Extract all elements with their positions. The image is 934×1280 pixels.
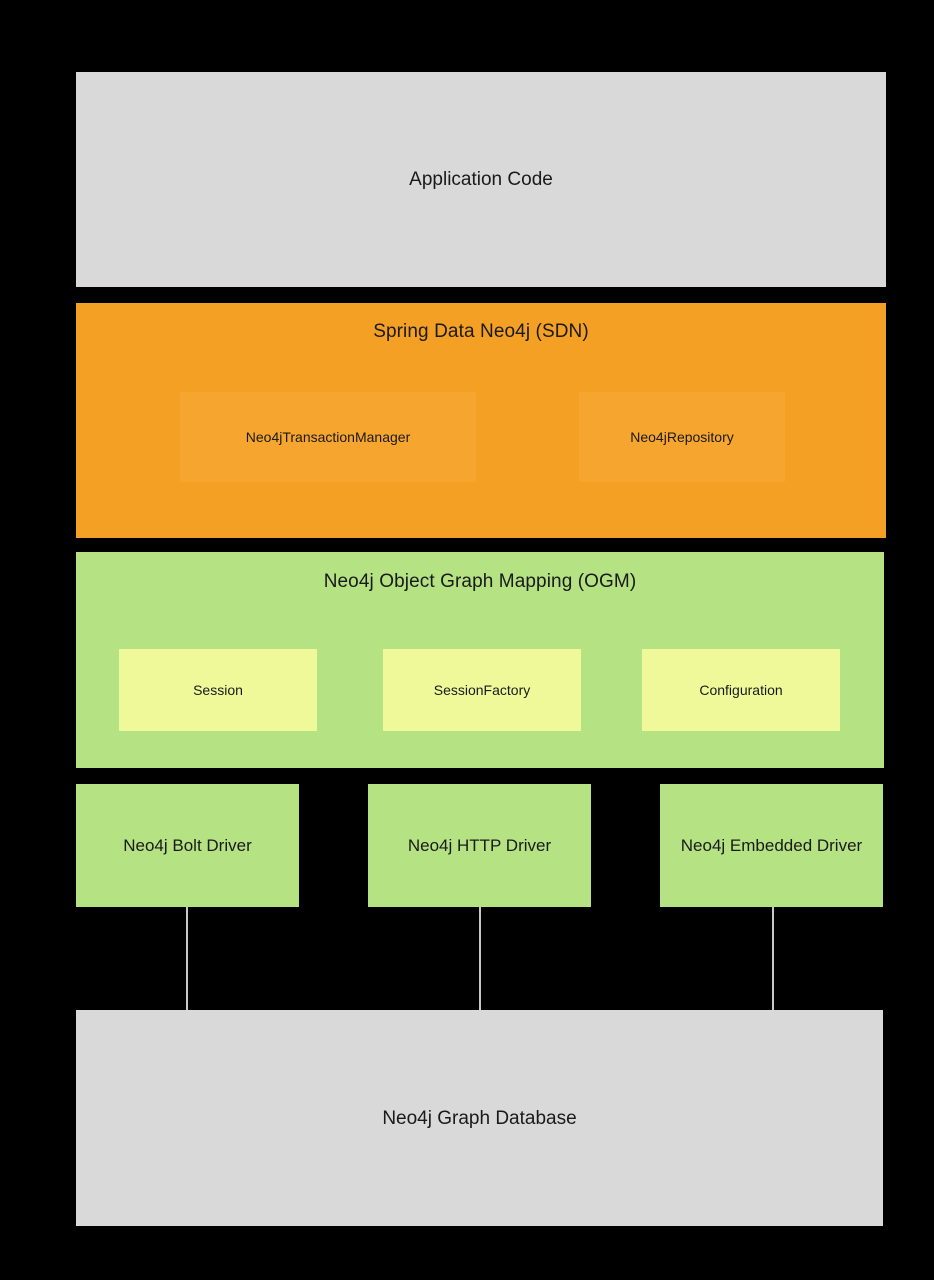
component-session-factory[interactable]: SessionFactory <box>383 649 581 731</box>
component-configuration-label: Configuration <box>699 682 783 698</box>
layer-neo4j-ogm-title: Neo4j Object Graph Mapping (OGM) <box>323 571 637 592</box>
layer-neo4j-ogm[interactable]: Neo4j Object Graph Mapping (OGM) Session… <box>76 552 884 768</box>
driver-neo4j-embedded-label: Neo4j Embedded Driver <box>680 836 863 855</box>
layer-spring-data-neo4j-title: Spring Data Neo4j (SDN) <box>373 321 589 342</box>
driver-neo4j-http-label: Neo4j HTTP Driver <box>407 836 552 855</box>
component-configuration[interactable]: Configuration <box>642 649 840 731</box>
component-session-factory-label: SessionFactory <box>433 682 531 698</box>
layer-application-code-label: Application Code <box>409 169 553 190</box>
layer-neo4j-graph-database-label: Neo4j Graph Database <box>382 1107 577 1129</box>
connector-embedded-to-database <box>772 907 774 1010</box>
component-neo4j-repository-label: Neo4jRepository <box>630 429 734 445</box>
layer-neo4j-graph-database[interactable]: Neo4j Graph Database <box>76 1010 883 1226</box>
layer-application-code[interactable]: Application Code <box>76 72 886 287</box>
driver-neo4j-bolt[interactable]: Neo4j Bolt Driver <box>76 784 299 907</box>
component-session[interactable]: Session <box>119 649 317 731</box>
connector-http-to-database <box>479 907 481 1010</box>
component-neo4j-repository[interactable]: Neo4jRepository <box>579 392 785 482</box>
component-neo4j-transaction-manager[interactable]: Neo4jTransactionManager <box>180 392 476 482</box>
component-neo4j-transaction-manager-label: Neo4jTransactionManager <box>245 429 411 445</box>
driver-neo4j-bolt-label: Neo4j Bolt Driver <box>123 836 252 855</box>
driver-neo4j-http[interactable]: Neo4j HTTP Driver <box>368 784 591 907</box>
driver-neo4j-embedded[interactable]: Neo4j Embedded Driver <box>660 784 883 907</box>
component-session-label: Session <box>193 682 243 698</box>
connector-bolt-to-database <box>186 907 188 1010</box>
layer-spring-data-neo4j[interactable]: Spring Data Neo4j (SDN) Neo4jTransaction… <box>76 303 886 538</box>
